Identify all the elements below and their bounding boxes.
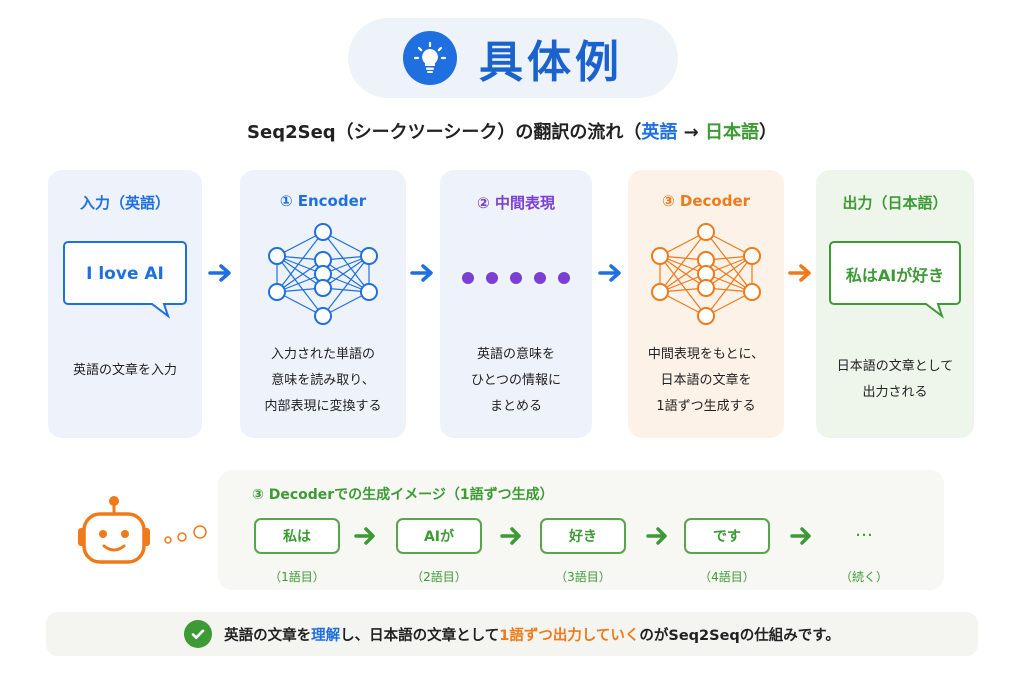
summary-part: し、日本語の文章として xyxy=(340,627,500,644)
desc-line: 1語ずつ生成する xyxy=(656,399,756,414)
neural-network-icon xyxy=(268,223,378,325)
subtitle-suffix: ） xyxy=(758,122,777,143)
arrow-right-icon xyxy=(598,264,621,282)
arrow-right-icon xyxy=(500,527,521,545)
speech-bubble-input xyxy=(63,241,187,319)
token-box: 私は xyxy=(254,518,340,554)
desc-line: 出力される xyxy=(862,385,928,400)
ellipsis: … xyxy=(855,520,873,541)
arrow-right-icon xyxy=(208,264,231,282)
subtitle: Seq2Seq（シークツーシーク）の翻訳の流れ（英語 → 日本語） xyxy=(0,118,1024,144)
summary-part: のがSeq2Seqの仕組みです。 xyxy=(639,627,840,644)
summary-footer: 英語の文章を理解し、日本語の文章として1語ずつ出力していくのがSeq2Seqの仕… xyxy=(46,612,978,656)
stage-decoder-card: ③ Decoder 中間表現をもとに、 日本語の文章を 1語ずつ生成する xyxy=(628,170,784,438)
summary-text: 英語の文章を理解し、日本語の文章として1語ずつ出力していくのがSeq2Seqの仕… xyxy=(224,624,840,645)
arrow-right-icon xyxy=(646,527,667,545)
input-sentence: I love AI xyxy=(86,264,164,284)
generation-title: ③ Decoderでの生成イメージ（1語ずつ生成） xyxy=(252,487,554,503)
lightbulb-icon xyxy=(403,31,457,85)
desc-line: 英語の意味を xyxy=(476,347,555,362)
summary-part: 英語の文章を xyxy=(224,627,312,644)
stage-input-description: 英語の文章を入力 xyxy=(48,358,202,384)
stage-decoder-description: 中間表現をもとに、 日本語の文章を 1語ずつ生成する xyxy=(628,342,784,420)
arrow-right-icon xyxy=(354,527,375,545)
summary-highlight-output: 1語ずつ出力していく xyxy=(499,627,640,644)
token-box: 好き xyxy=(540,518,626,554)
subtitle-target-language: 日本語 xyxy=(704,122,759,143)
token-label: （2語目） xyxy=(411,570,467,584)
subtitle-prefix: Seq2Seq（シークツーシーク）の翻訳の流れ（ xyxy=(247,122,642,143)
decoder-generation-panel: ③ Decoderでの生成イメージ（1語ずつ生成） 私は （1語目） AIが （… xyxy=(218,470,944,590)
page-title: 具体例 xyxy=(479,37,623,88)
token-label: （1語目） xyxy=(269,570,325,584)
stage-intermediate-heading: ② 中間表現 xyxy=(477,194,555,212)
arrow-right-icon xyxy=(790,527,811,545)
desc-line: 入力された単語の xyxy=(270,347,375,362)
desc-line: 英語の文章を入力 xyxy=(72,363,177,378)
desc-line: 日本語の文章として xyxy=(836,359,954,374)
stage-encoder-card: ① Encoder 入力された単語の 意味を読み取り、 内部表現に変換する xyxy=(240,170,406,438)
stage-decoder-heading: ③ Decoder xyxy=(661,192,751,210)
stage-intermediate-description: 英語の意味を ひとつの情報に まとめる xyxy=(440,342,592,420)
title-banner: 具体例 xyxy=(348,18,678,98)
token-label: （3語目） xyxy=(555,570,611,584)
vector-dots-icon xyxy=(462,272,570,284)
token-box: AIが xyxy=(396,518,482,554)
arrow-right-icon xyxy=(410,264,433,282)
stage-output-heading: 出力（日本語） xyxy=(842,194,948,212)
desc-line: 日本語の文章を xyxy=(660,373,752,388)
stage-input-heading: 入力（英語） xyxy=(79,194,170,212)
desc-line: 意味を読み取り、 xyxy=(271,373,375,388)
token-label: （4語目） xyxy=(699,570,755,584)
stage-input-card: 入力（英語） I love AI 英語の文章を入力 xyxy=(48,170,202,438)
speech-bubble-output xyxy=(829,241,961,319)
desc-line: まとめる xyxy=(489,399,542,414)
stage-output-description: 日本語の文章として 出力される xyxy=(816,354,974,406)
subtitle-source-language: 英語 xyxy=(641,122,678,143)
token-box: です xyxy=(684,518,770,554)
desc-line: 内部表現に変換する xyxy=(264,399,382,414)
output-sentence: 私はAIが好き xyxy=(845,266,945,285)
desc-line: 中間表現をもとに、 xyxy=(647,347,765,362)
desc-line: ひとつの情報に xyxy=(470,373,562,388)
stage-intermediate-card: ② 中間表現 英語の意味を ひとつの情報に まとめる xyxy=(440,170,592,438)
stage-encoder-description: 入力された単語の 意味を読み取り、 内部表現に変換する xyxy=(240,342,406,420)
stage-encoder-heading: ① Encoder xyxy=(279,192,367,210)
check-icon xyxy=(184,620,213,648)
summary-highlight-understand: 理解 xyxy=(311,627,341,644)
stage-output-card: 出力（日本語） 私はAIが好き 日本語の文章として 出力される xyxy=(816,170,974,438)
token-label: （続く） xyxy=(839,570,888,584)
subtitle-arrow: → xyxy=(677,122,705,143)
arrow-right-icon xyxy=(788,264,811,282)
robot-icon xyxy=(78,496,207,564)
neural-network-icon xyxy=(651,223,761,325)
